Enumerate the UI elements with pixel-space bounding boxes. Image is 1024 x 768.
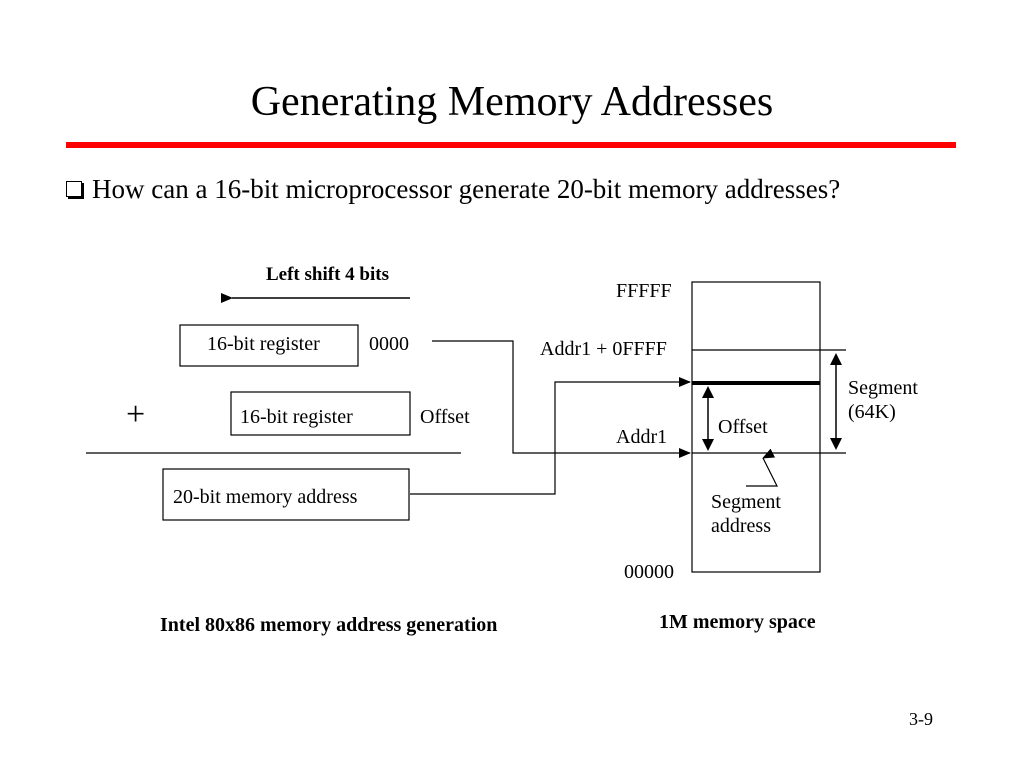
plus-sign: + [126, 396, 146, 433]
left-shift-label: Left shift 4 bits [266, 264, 389, 285]
top-address-label: FFFFF [616, 280, 672, 302]
slide-number: 3-9 [909, 709, 933, 729]
result-connector-arrow [410, 377, 691, 495]
segment-address-label-line1: Segment [711, 491, 781, 513]
slide-title: Generating Memory Addresses [250, 79, 774, 125]
result-label: 20-bit memory address [173, 486, 358, 508]
register1-box [179, 324, 359, 367]
register1-label: 16-bit register [207, 333, 320, 355]
addr-plus-label: Addr1 + 0FFFF [540, 338, 667, 360]
register2-label: 16-bit register [240, 406, 353, 428]
result-box [162, 468, 410, 521]
register2-box [230, 391, 411, 436]
title-underline [66, 142, 956, 148]
addr1-label: Addr1 [616, 426, 668, 448]
shift-zeros-label: 0000 [369, 333, 409, 355]
segment-address-label: Segment address [711, 490, 781, 538]
bullet-text: How can a 16-bit microprocessor generate… [92, 174, 841, 204]
segment-size-label: Segment (64K) [848, 376, 918, 424]
offset-input-label: Offset [420, 406, 470, 428]
segment-address-pointer [746, 448, 778, 487]
offset-memory-label: Offset [718, 416, 768, 438]
memory-column [691, 281, 821, 573]
bullet-point: How can a 16-bit microprocessor generate… [66, 174, 840, 205]
bottom-address-label: 00000 [624, 561, 674, 583]
memory-diagram-caption: 1M memory space [659, 611, 816, 633]
checkbox-square-icon [66, 180, 82, 197]
segment-size-label-line1: Segment [848, 377, 918, 399]
segment-connector-arrow [432, 340, 691, 458]
segment-size-label-line2: (64K) [848, 401, 896, 423]
left-diagram-caption: Intel 80x86 memory address generation [160, 614, 498, 636]
segment-address-label-line2: address [711, 515, 771, 537]
